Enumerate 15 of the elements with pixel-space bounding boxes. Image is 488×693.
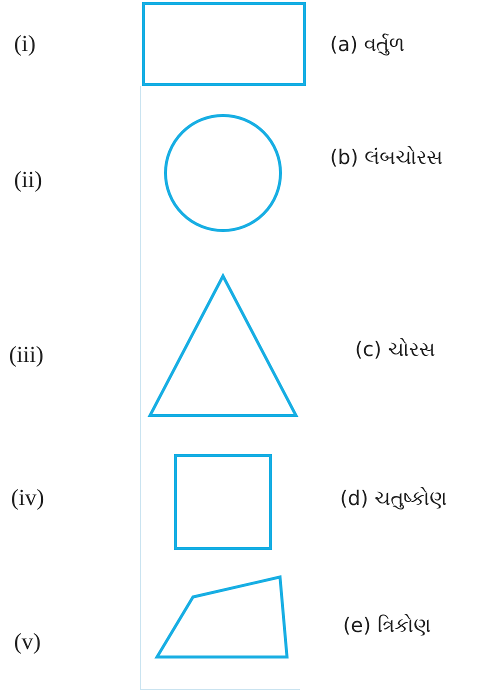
item-number-label: (iii) xyxy=(9,343,44,366)
answer-option-label: (e) ત્રિકોણ xyxy=(343,615,430,635)
answer-option-label: (d) ચતુષ્કોણ xyxy=(340,488,447,508)
rectangle-shape xyxy=(142,2,306,86)
quadrilateral-shape xyxy=(155,575,290,659)
item-number-label: (v) xyxy=(14,630,41,653)
answer-option-label: (c) ચોરસ xyxy=(355,339,435,359)
triangle-shape xyxy=(148,274,298,417)
item-number-label: (ii) xyxy=(14,168,42,191)
circle-shape xyxy=(164,114,282,232)
square-shape xyxy=(174,454,272,550)
item-number-label: (iv) xyxy=(11,486,44,509)
answer-option-label: (a) વર્તુળ xyxy=(330,34,406,54)
item-number-label: (i) xyxy=(14,32,36,55)
answer-option-label: (b) લંબચોરસ xyxy=(330,147,443,167)
